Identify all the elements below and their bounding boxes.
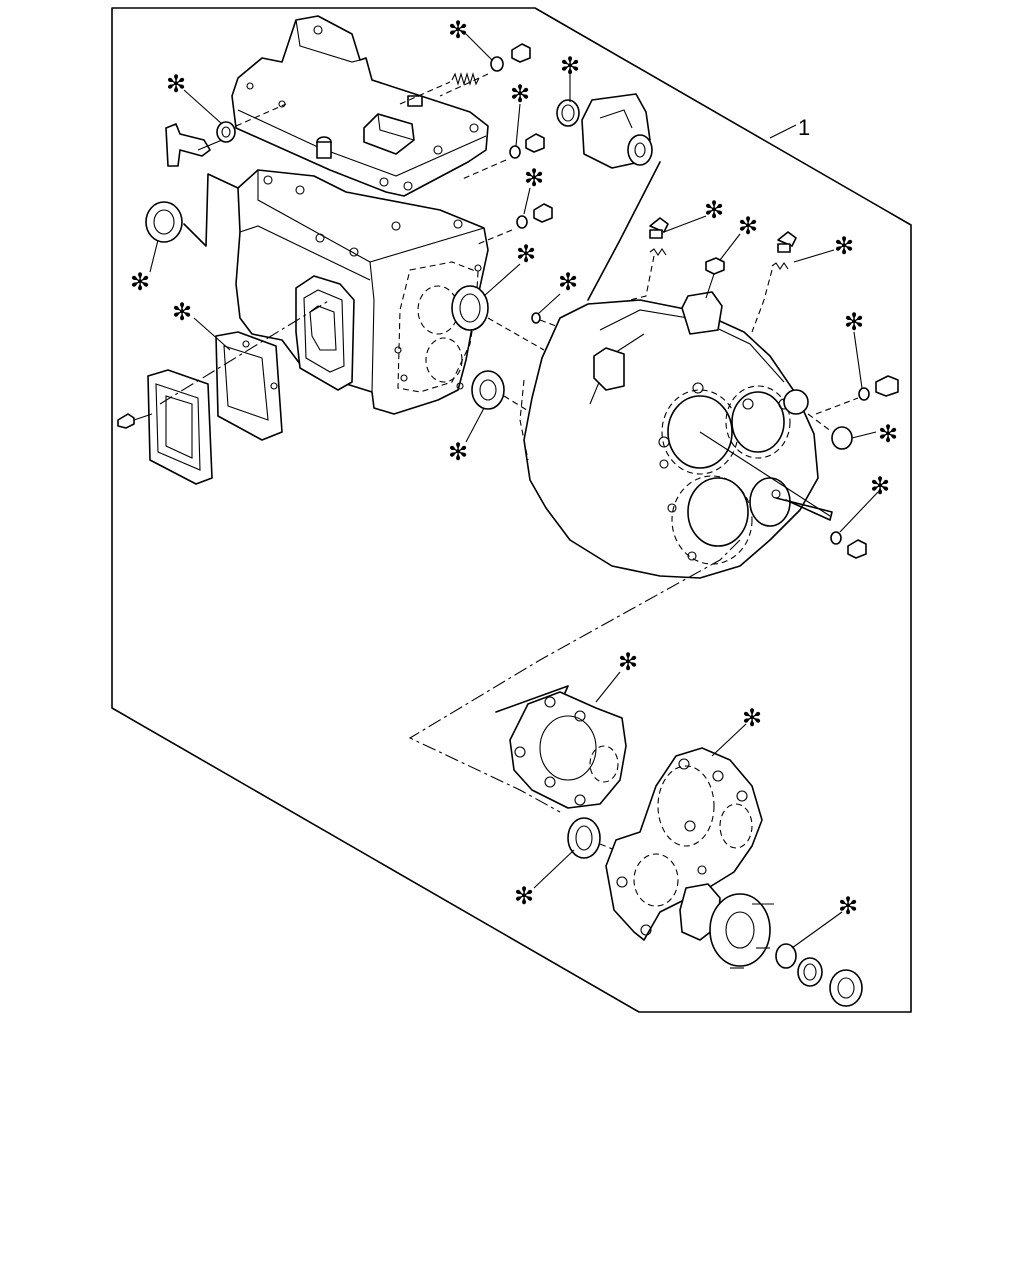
- marker-hub-seal: ✻: [838, 893, 858, 920]
- marker-drain-plug-2: ✻: [510, 81, 530, 108]
- check-spring-bolt-2: [751, 231, 797, 333]
- marker-check-bolt-2: ✻: [834, 233, 854, 260]
- marker-final-drive-cover: ✻: [742, 705, 762, 732]
- right-bolt-washer-lower: [775, 497, 867, 559]
- drain-plug-assembly-1: [490, 43, 531, 72]
- marker-right-cap-plug: ✻: [878, 421, 898, 448]
- marker-right-bolt-lower: ✻: [870, 473, 890, 500]
- transmission-case: [235, 169, 489, 415]
- check-spring-bolt-1: [629, 217, 669, 301]
- side-cover-bolt: [117, 413, 153, 429]
- cover-gasket-lower: [509, 691, 627, 809]
- side-cover-gasket: [215, 331, 283, 441]
- drain-plug-assembly-2: [509, 133, 545, 159]
- marker-plug-bushing: ✻: [738, 213, 758, 240]
- marker-side-gasket: ✻: [172, 299, 192, 326]
- marker-front-oil-seal: ✻: [516, 241, 536, 268]
- marker-oil-seal-lower: ✻: [514, 883, 534, 910]
- hub-seal-ring: [775, 943, 797, 969]
- left-oil-seal: [145, 201, 183, 243]
- marker-check-bolt-1: ✻: [704, 197, 724, 224]
- kit-callout-leader: [769, 124, 797, 139]
- marker-cover-gasket-lower: ✻: [618, 649, 638, 676]
- shift-lever-and-pin: [165, 103, 287, 167]
- rear-axle-housing: [523, 291, 831, 579]
- detent-spring: [451, 72, 480, 86]
- marker-drain-plug-3: ✻: [524, 165, 544, 192]
- service-part-markers: ✻ ✻ ✻ ✻ ✻ ✻ ✻ ✻ ✻ ✻ ✻ ✻ ✻ ✻ ✻ ✻ ✻ ✻: [130, 17, 898, 949]
- kit-callout-number: 1: [798, 115, 810, 140]
- marker-shift-lever-bushing: ✻: [166, 71, 186, 98]
- axle-hub-flange: [679, 883, 774, 969]
- marker-oil-seal-lower-left: ✻: [448, 439, 468, 466]
- top-cover-housing: [231, 15, 489, 197]
- oil-seal-lower: [567, 817, 621, 859]
- pto-flange-housing: [556, 93, 653, 169]
- marker-left-oil-seal: ✻: [130, 269, 150, 296]
- right-bolt-washer-upper: [815, 375, 899, 415]
- hub-washer: [797, 957, 823, 987]
- marker-snap-ring: ✻: [558, 269, 578, 296]
- side-cover-plate: [147, 369, 213, 485]
- oil-seal-lower-left: [471, 370, 531, 413]
- marker-pto-seal: ✻: [560, 53, 580, 80]
- marker-right-bolt-upper: ✻: [844, 309, 864, 336]
- kit-boundary-frame: [111, 7, 912, 1013]
- front-oil-seal: [451, 285, 489, 331]
- hub-castle-nut: [829, 969, 863, 1007]
- drain-plug-assembly-3: [516, 203, 553, 229]
- final-drive-cover: [605, 747, 763, 941]
- snap-ring: [531, 312, 557, 327]
- marker-drain-plug-1: ✻: [448, 17, 468, 44]
- plug-bushing: [705, 257, 725, 299]
